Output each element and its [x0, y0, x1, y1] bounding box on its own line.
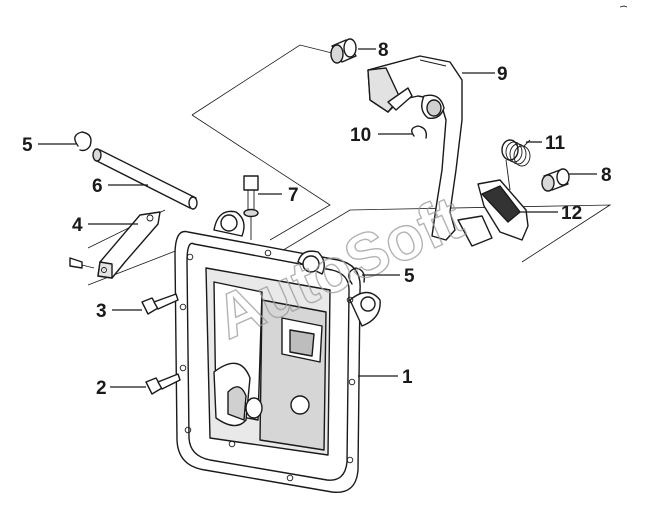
callout-8-right: 8 [601, 165, 612, 186]
bolt-lower [145, 373, 181, 395]
flange-holes [179, 249, 356, 482]
brake-pedal-arm [367, 55, 463, 241]
callout-6: 6 [92, 176, 103, 197]
callout-5-left: 5 [22, 135, 33, 156]
small-bracket [69, 211, 161, 279]
leader-lines [38, 48, 597, 388]
corner-mark [619, 5, 628, 8]
pedal-bracket-plate [174, 210, 381, 494]
callout-3: 3 [96, 301, 107, 322]
callout-2: 2 [96, 378, 107, 399]
callout-9: 9 [497, 64, 508, 85]
bushing-right [541, 168, 570, 192]
pedal-pad [457, 179, 529, 247]
pedal-shaft [92, 148, 198, 210]
callout-7: 7 [288, 185, 299, 206]
return-spring [501, 139, 531, 191]
assembly-guide-lines [87, 44, 612, 286]
retaining-clip-upper [411, 125, 428, 139]
callout-11: 11 [545, 133, 566, 154]
callout-labels: 1 2 3 4 5 5 6 7 8 8 9 10 11 12 [22, 40, 612, 399]
bushing-top [330, 38, 357, 64]
callout-1: 1 [402, 367, 413, 388]
retaining-clip-lower [348, 267, 366, 285]
callout-12: 12 [561, 203, 582, 224]
bolt-with-washer [243, 175, 259, 240]
callout-5-lower: 5 [404, 266, 415, 287]
retaining-clip-left [74, 131, 92, 152]
callout-4: 4 [72, 215, 83, 236]
callout-10: 10 [350, 125, 371, 146]
bolt-upper [141, 293, 179, 315]
callout-8-top: 8 [378, 40, 389, 61]
